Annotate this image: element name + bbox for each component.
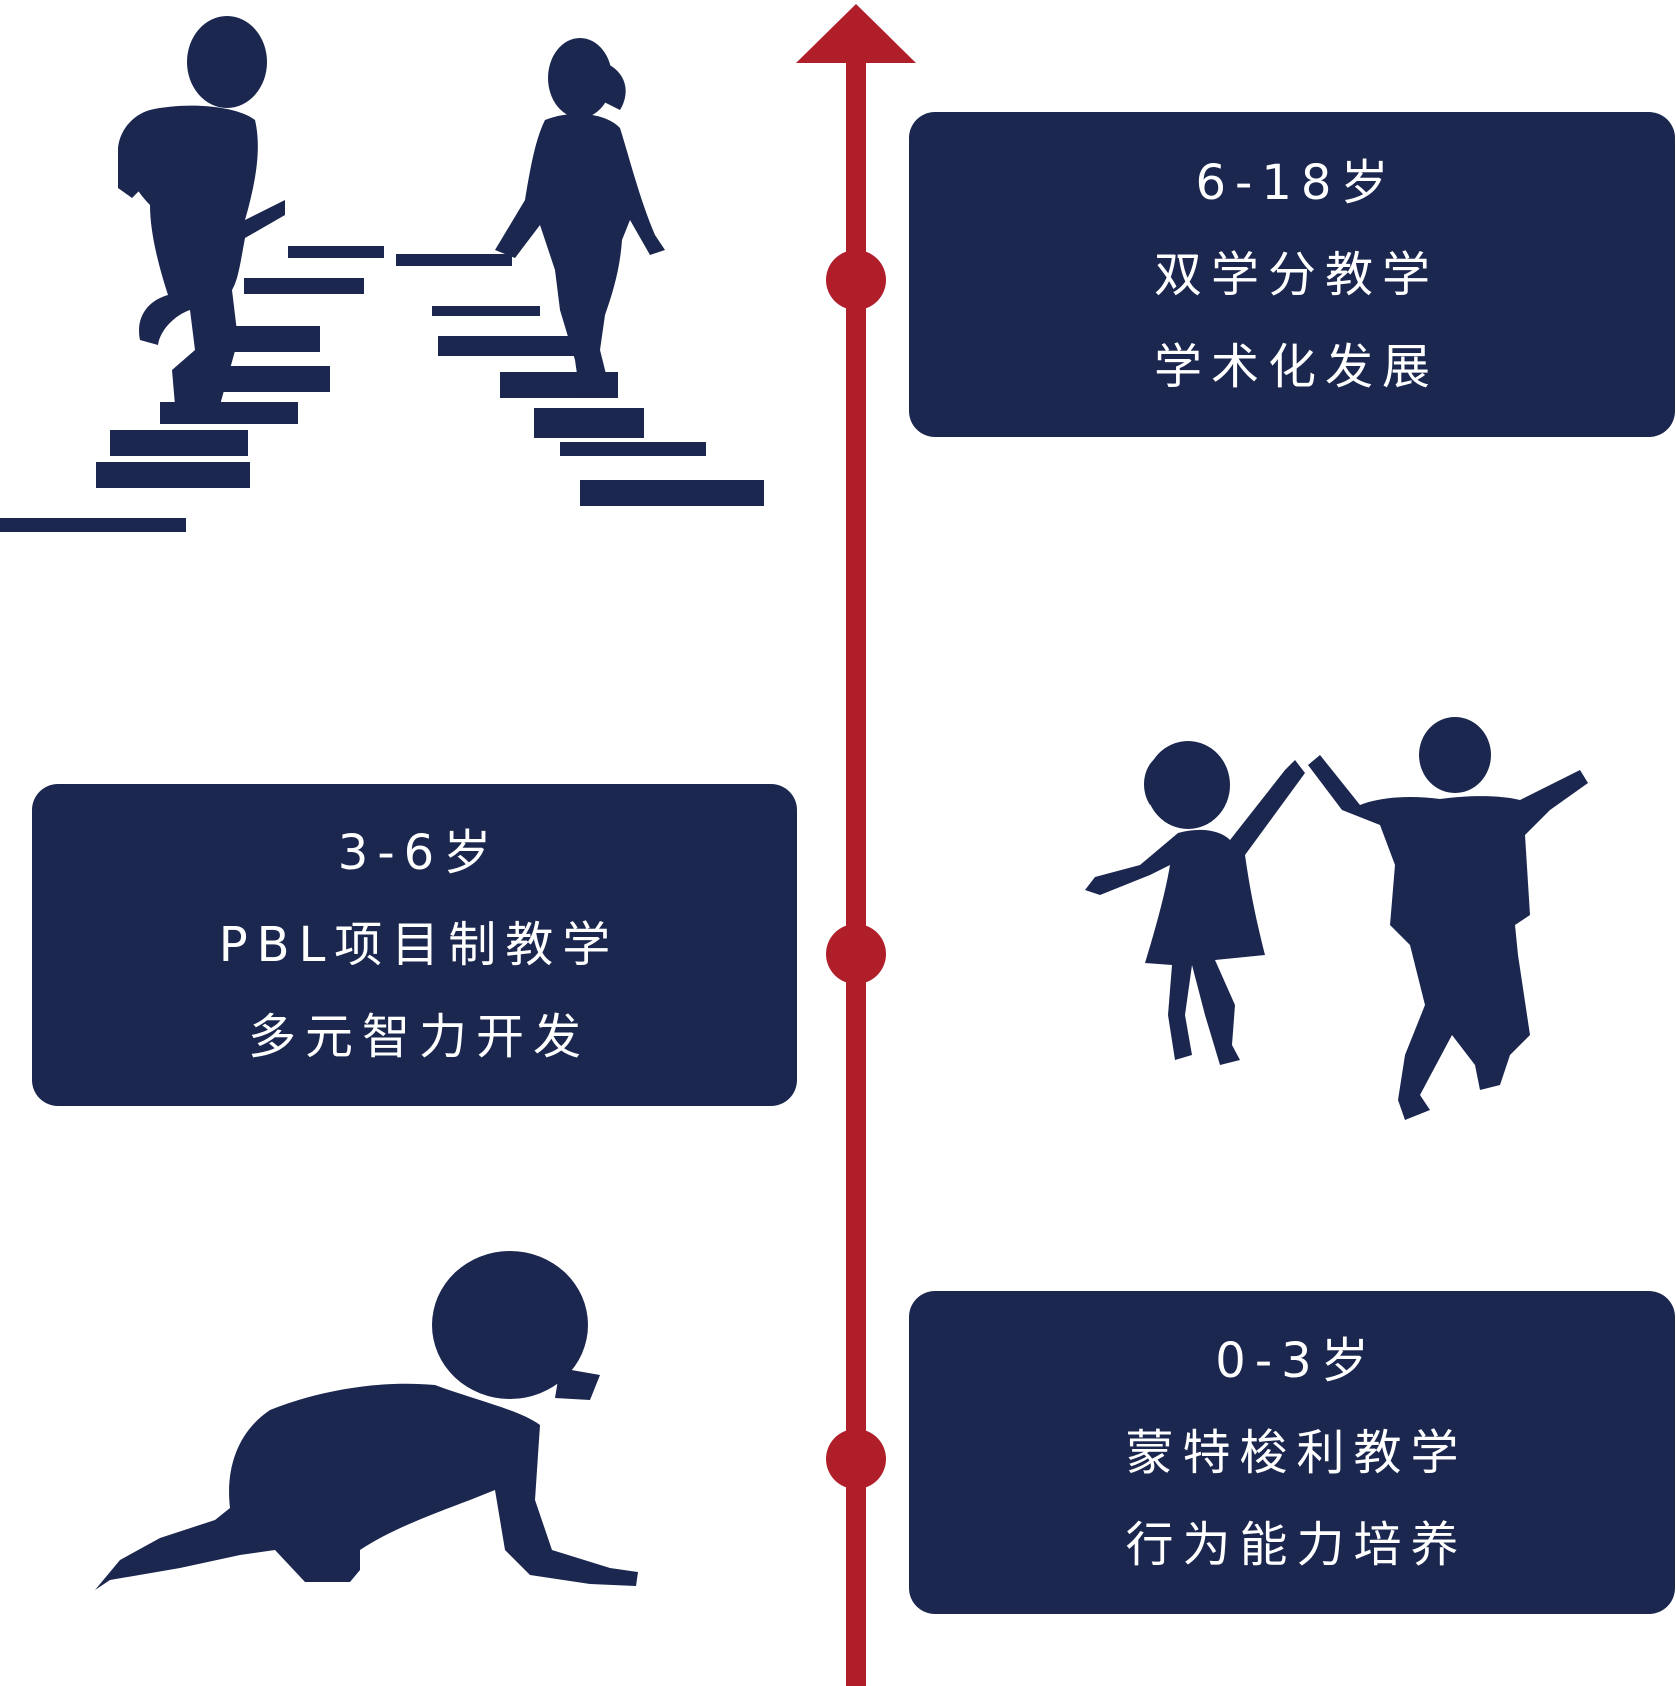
timeline-line — [846, 55, 866, 1686]
stage-card-0-3: 0-3岁 蒙特梭利教学 行为能力培养 — [909, 1291, 1675, 1614]
children-jumping-silhouette — [1085, 717, 1588, 1120]
stage-card-6-18: 6-18岁 双学分教学 学术化发展 — [909, 112, 1675, 437]
stage-goal-label: 行为能力培养 — [1125, 1516, 1468, 1573]
stage-method-label: 双学分教学 — [1153, 246, 1439, 303]
timeline-node-0-3 — [826, 1429, 886, 1489]
stage-method-label: 蒙特梭利教学 — [1125, 1424, 1468, 1481]
stage-age-label: 0-3岁 — [1215, 1332, 1378, 1389]
timeline-node-3-6 — [826, 924, 886, 984]
stage-age-label: 3-6岁 — [337, 825, 501, 881]
stage-method-label: PBL项目制教学 — [218, 917, 620, 973]
timeline-node-6-18 — [826, 250, 886, 310]
children-on-stairs-silhouette — [0, 16, 764, 532]
stage-card-3-6: 3-6岁 PBL项目制教学 多元智力开发 — [32, 784, 797, 1106]
crawling-baby-silhouette — [95, 1251, 638, 1590]
stage-goal-label: 多元智力开发 — [247, 1009, 590, 1065]
stage-age-label: 6-18岁 — [1195, 154, 1398, 211]
timeline-arrow-head — [796, 4, 916, 63]
stage-goal-label: 学术化发展 — [1153, 338, 1439, 395]
